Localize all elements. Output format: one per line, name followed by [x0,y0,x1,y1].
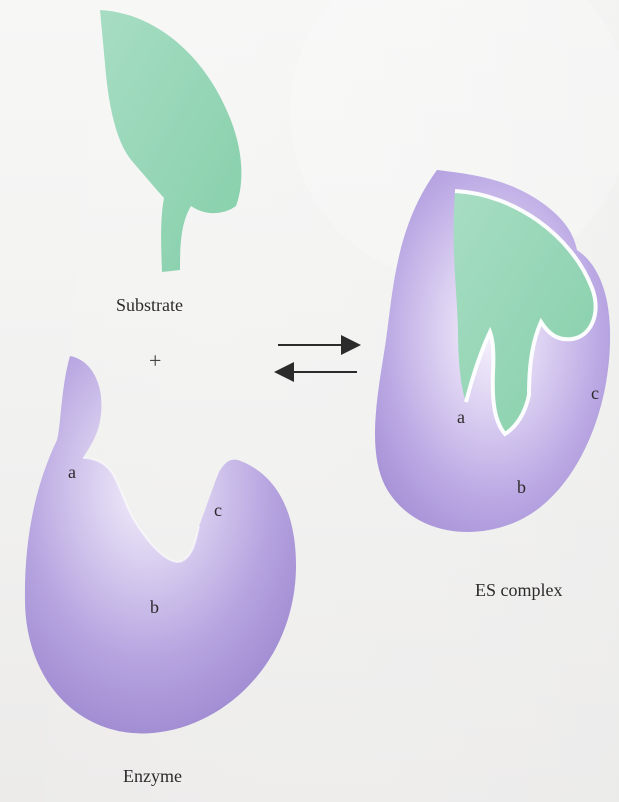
complex-site-c-label: c [591,384,599,402]
enzyme-site-a-label: a [68,463,76,481]
enzyme-site-c-label: c [214,501,222,519]
es-complex-label: ES complex [475,581,563,599]
complex-site-a-label: a [457,408,465,426]
substrate-label: Substrate [116,296,183,314]
enzyme-site-b-label: b [150,598,159,616]
plus-sign: + [149,350,161,372]
enzyme-label: Enzyme [123,767,182,785]
complex-site-b-label: b [517,478,526,496]
